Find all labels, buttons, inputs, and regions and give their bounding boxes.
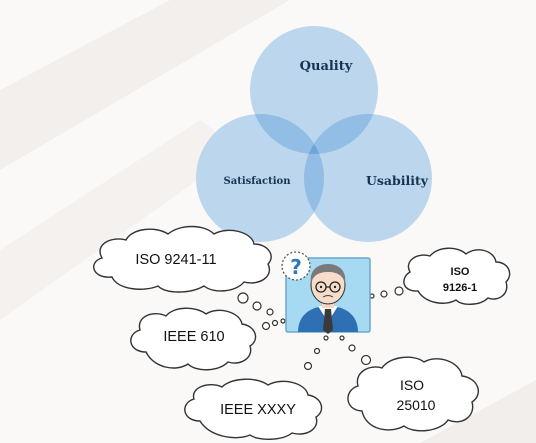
- cloud-text-iso-9126-1-line2: 9126-1: [443, 282, 477, 294]
- cloud-text-iso-25010-line2: 25010: [397, 397, 436, 413]
- cloud-ieee-xxxy: IEEE XXXY: [184, 378, 323, 440]
- venn-overlap-quality-satisfaction: [250, 114, 324, 154]
- cloud-text-ieee-610: IEEE 610: [163, 329, 224, 345]
- question-mark-icon: ?: [290, 255, 302, 279]
- venn-label-satisfaction: Satisfaction: [224, 176, 292, 187]
- cloud-text-iso-25010-line1: ISO: [400, 377, 424, 393]
- cloud-iso-9241-11: ISO 9241-11: [93, 225, 272, 293]
- cloud-text-iso-9126-1-line1: ISO: [451, 266, 470, 278]
- cloud-text-ieee-xxxy: IEEE XXXY: [220, 402, 296, 418]
- cloud-text-iso-9241-11: ISO 9241-11: [135, 252, 216, 268]
- cloud-ieee-610: IEEE 610: [130, 307, 257, 371]
- cloud-iso-9126-1: ISO 9126-1: [403, 247, 511, 305]
- confused-man-icon: [285, 257, 371, 334]
- venn-label-quality: Quality: [300, 59, 353, 74]
- cloud-iso-25010: ISO 25010: [347, 356, 480, 432]
- venn-overlap-quality-usability: [304, 114, 378, 154]
- venn-label-usability: Usability: [366, 173, 429, 188]
- venn-diagram: Quality Satisfaction Usability: [196, 26, 432, 242]
- man-tie: [323, 309, 333, 334]
- question-bubble: ?: [281, 251, 311, 281]
- thought-dots: [237, 286, 404, 371]
